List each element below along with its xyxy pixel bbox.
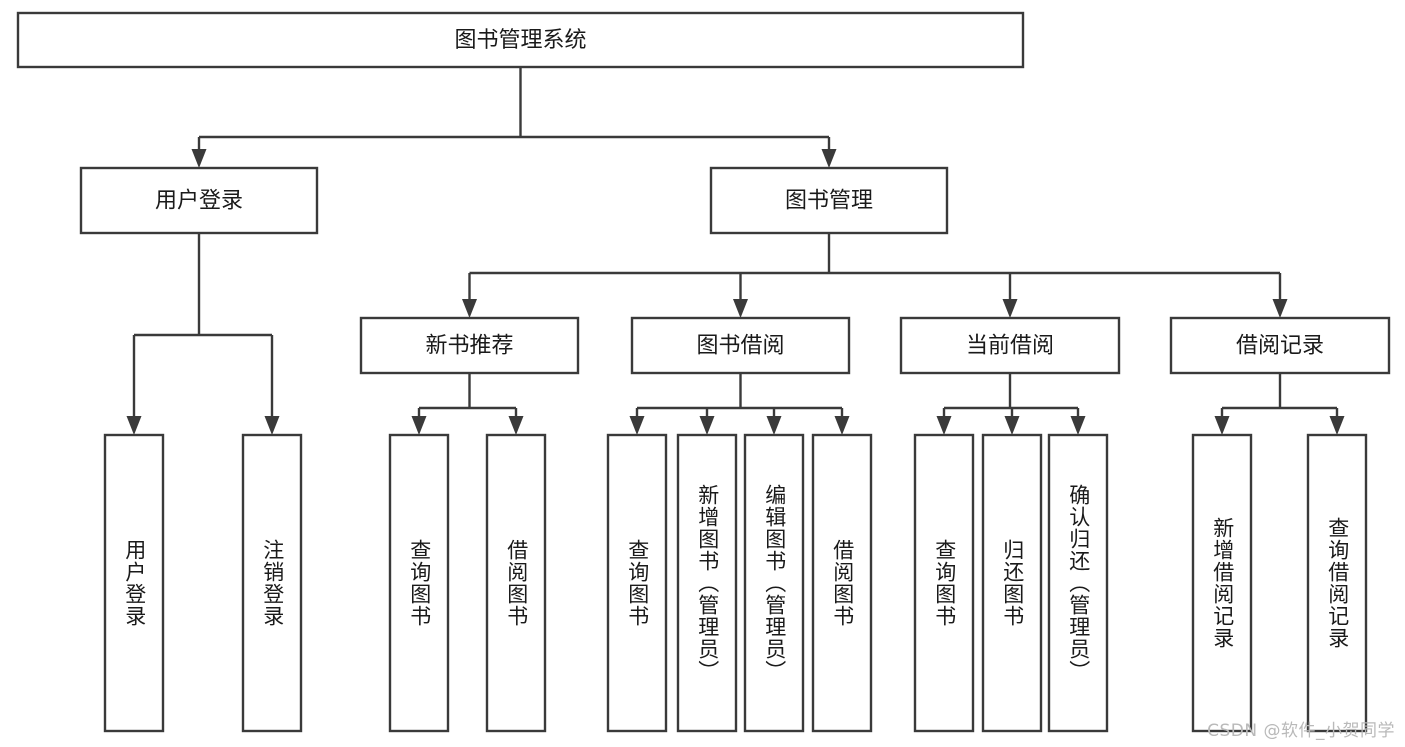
node-label-book-manage: 图书管理: [785, 189, 873, 214]
arrow-icon-leaf-user-logout: [264, 416, 280, 435]
node-label-current-borrow: 当前借阅: [966, 334, 1054, 359]
connector-layer: [126, 67, 1345, 435]
node-label-new-book-recommend: 新书推荐: [425, 334, 513, 359]
arrow-icon-book-manage: [821, 149, 837, 168]
node-box-leaf-query-book-borrow[interactable]: [606, 433, 668, 733]
arrow-icon-leaf-add-borrow-record: [1214, 416, 1230, 435]
arrow-icon-leaf-query-book-borrow: [629, 416, 645, 435]
arrow-icon-leaf-query-borrow-record: [1329, 416, 1345, 435]
node-box-book-borrow[interactable]: [630, 316, 851, 375]
node-box-leaf-query-book-current[interactable]: [913, 433, 975, 733]
arrow-icon-leaf-query-book-current: [936, 416, 952, 435]
arrow-icon-leaf-return-book: [1004, 416, 1020, 435]
node-box-leaf-user-login[interactable]: [103, 433, 165, 733]
node-box-leaf-borrow-book[interactable]: [811, 433, 873, 733]
node-box-leaf-query-borrow-record[interactable]: [1306, 433, 1368, 733]
node-box-borrow-record[interactable]: [1169, 316, 1391, 375]
node-box-book-manage[interactable]: [709, 166, 949, 235]
arrow-icon-new-book-recommend: [462, 299, 477, 318]
node-box-new-book-recommend[interactable]: [359, 316, 580, 375]
arrow-icon-leaf-user-login: [126, 416, 142, 435]
arrow-icon-leaf-confirm-return-admin: [1070, 416, 1086, 435]
node-box-leaf-add-borrow-record[interactable]: [1191, 433, 1253, 733]
node-label-borrow-record: 借阅记录: [1236, 334, 1324, 359]
arrow-icon-leaf-add-book-admin: [699, 416, 715, 435]
node-box-current-borrow[interactable]: [899, 316, 1121, 375]
node-box-layer: [16, 11, 1391, 733]
arrow-icon-borrow-record: [1272, 299, 1288, 318]
node-box-leaf-user-logout[interactable]: [241, 433, 303, 733]
node-box-user-login[interactable]: [79, 166, 319, 235]
arrow-icon-leaf-borrow-book: [834, 416, 850, 435]
arrow-icon-current-borrow: [1002, 299, 1018, 318]
node-box-leaf-borrow-book-rec[interactable]: [485, 433, 547, 733]
node-label-root: 图书管理系统: [454, 28, 586, 53]
node-box-leaf-add-book-admin[interactable]: [676, 433, 738, 733]
node-label-book-borrow: 图书借阅: [696, 334, 784, 359]
node-box-leaf-return-book[interactable]: [981, 433, 1043, 733]
node-box-leaf-confirm-return-admin[interactable]: [1047, 433, 1109, 733]
arrow-icon-leaf-query-book-rec: [411, 416, 427, 435]
arrow-icon-leaf-edit-book-admin: [766, 416, 782, 435]
node-box-leaf-edit-book-admin[interactable]: [743, 433, 805, 733]
arrow-icon-user-login: [191, 149, 207, 168]
arrow-icon-leaf-borrow-book-rec: [508, 416, 524, 435]
node-label-user-login: 用户登录: [155, 189, 243, 214]
arrow-icon-book-borrow: [733, 299, 748, 318]
node-box-leaf-query-book-rec[interactable]: [388, 433, 450, 733]
node-box-root[interactable]: [16, 11, 1025, 69]
watermark-text: CSDN @软件_小贺同学: [1207, 721, 1395, 741]
